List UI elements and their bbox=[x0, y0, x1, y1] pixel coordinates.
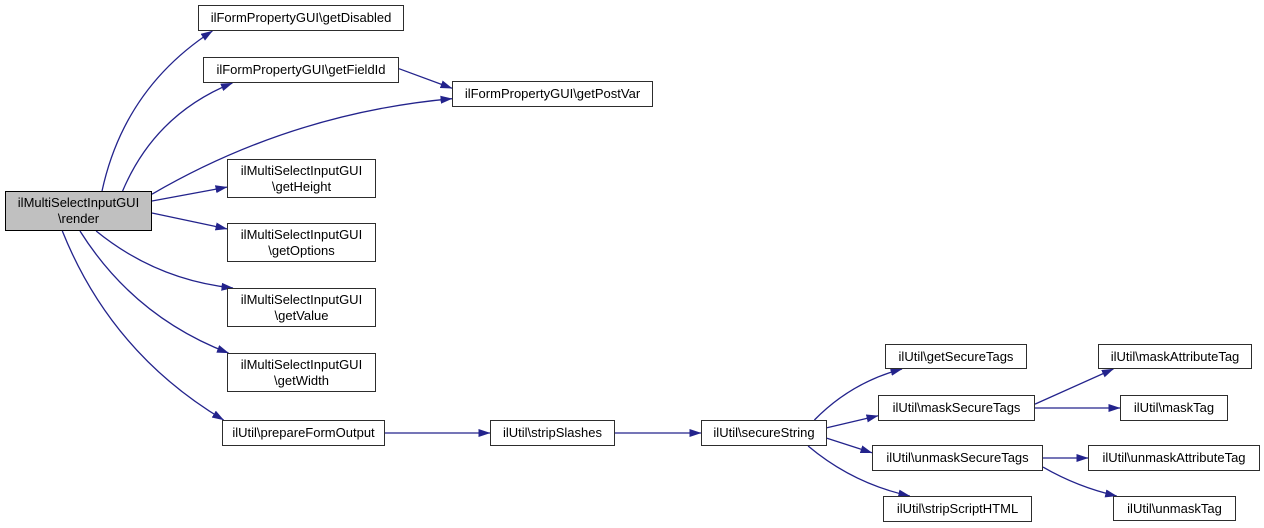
node-get-disabled[interactable]: ilFormPropertyGUI\getDisabled bbox=[198, 5, 404, 31]
edge-render-getDisabled bbox=[101, 30, 213, 192]
edge-unmaskSecureTags-unmaskTag bbox=[1042, 466, 1118, 498]
edge-getFieldId-getPostVar bbox=[398, 68, 453, 89]
node-prepare-form-output[interactable]: ilUtil\prepareFormOutput bbox=[222, 420, 385, 446]
node-get-width[interactable]: ilMultiSelectInputGUI \getWidth bbox=[227, 353, 376, 392]
edge-render-getOptions bbox=[151, 212, 228, 231]
node-get-height[interactable]: ilMultiSelectInputGUI \getHeight bbox=[227, 159, 376, 198]
node-render: ilMultiSelectInputGUI \render bbox=[5, 191, 152, 231]
node-strip-script-html[interactable]: ilUtil\stripScriptHTML bbox=[883, 496, 1032, 522]
edge-render-prepareFormOutput bbox=[61, 230, 225, 421]
node-get-post-var[interactable]: ilFormPropertyGUI\getPostVar bbox=[452, 81, 653, 107]
node-get-secure-tags[interactable]: ilUtil\getSecureTags bbox=[885, 344, 1027, 369]
node-unmask-secure-tags[interactable]: ilUtil\unmaskSecureTags bbox=[872, 445, 1043, 471]
edge-render-getFieldId bbox=[122, 82, 233, 192]
edge-render-getHeight bbox=[151, 185, 228, 202]
node-mask-attribute-tag[interactable]: ilUtil\maskAttributeTag bbox=[1098, 344, 1252, 369]
node-get-value[interactable]: ilMultiSelectInputGUI \getValue bbox=[227, 288, 376, 327]
node-unmask-tag[interactable]: ilUtil\unmaskTag bbox=[1113, 496, 1236, 521]
edge-secureString-unmaskSecureTags bbox=[826, 437, 873, 454]
node-get-field-id[interactable]: ilFormPropertyGUI\getFieldId bbox=[203, 57, 399, 83]
node-mask-tag[interactable]: ilUtil\maskTag bbox=[1120, 395, 1228, 421]
edge-maskSecureTags-maskAttributeTag bbox=[1034, 368, 1114, 405]
node-strip-slashes[interactable]: ilUtil\stripSlashes bbox=[490, 420, 615, 446]
edge-render-getWidth bbox=[79, 230, 229, 354]
node-mask-secure-tags[interactable]: ilUtil\maskSecureTags bbox=[878, 395, 1035, 421]
edge-render-getValue bbox=[95, 230, 234, 291]
edge-secureString-maskSecureTags bbox=[826, 414, 879, 429]
node-secure-string[interactable]: ilUtil\secureString bbox=[701, 420, 827, 446]
node-unmask-attribute-tag[interactable]: ilUtil\unmaskAttributeTag bbox=[1088, 445, 1260, 471]
node-get-options[interactable]: ilMultiSelectInputGUI \getOptions bbox=[227, 223, 376, 262]
